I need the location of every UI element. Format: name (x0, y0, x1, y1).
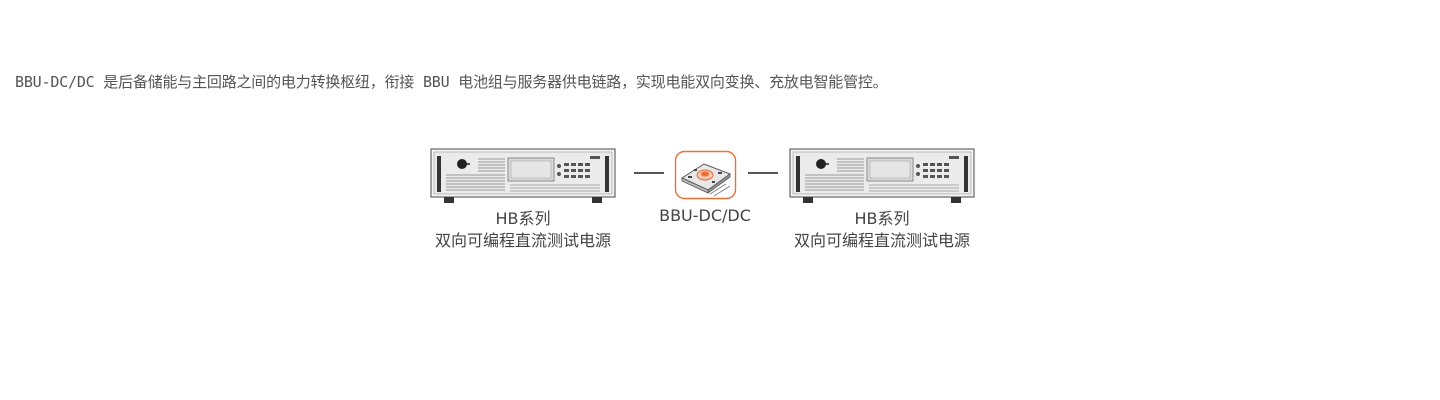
center-device-name: BBU-DC/DC (659, 206, 751, 225)
rack-power-supply-icon (430, 147, 616, 205)
left-device-description: 双向可编程直流测试电源 (434, 231, 611, 250)
dc-dc-module-icon (674, 150, 737, 200)
right-device-series: HB系列 (854, 209, 910, 228)
left-device-series: HB系列 (495, 209, 551, 228)
right-device-caption: HB系列 双向可编程直流测试电源 (772, 208, 992, 252)
rack-power-supply-icon (789, 147, 975, 205)
connector-line (748, 172, 778, 174)
right-device-description: 双向可编程直流测试电源 (793, 231, 970, 250)
connector-line (634, 172, 664, 174)
center-device-caption: BBU-DC/DC (630, 205, 780, 227)
intro-paragraph: BBU-DC/DC 是后备储能与主回路之间的电力转换枢纽，衔接 BBU 电池组与… (15, 73, 888, 91)
left-device-caption: HB系列 双向可编程直流测试电源 (413, 208, 633, 252)
